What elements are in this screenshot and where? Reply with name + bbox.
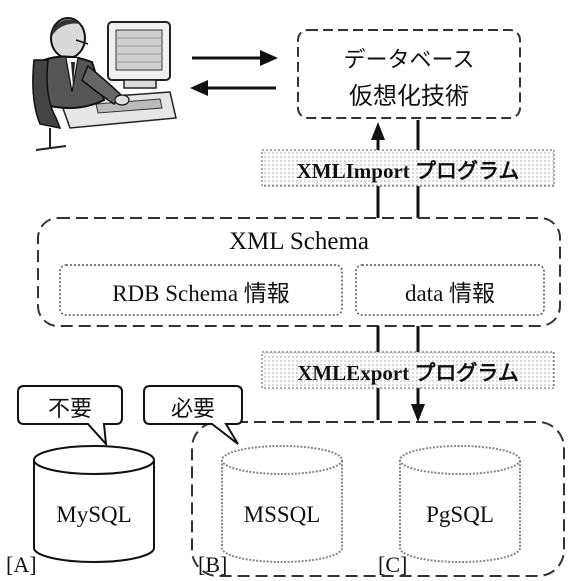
- pgsql-cylinder-icon: [399, 445, 521, 563]
- rdb-schema-info-label: RDB Schema 情報: [112, 281, 290, 306]
- data-info-label: data 情報: [404, 281, 496, 306]
- callout-unneeded: [17, 385, 123, 447]
- pgsql-name: PgSQL: [426, 502, 494, 527]
- rdb-schema-info-box: [59, 264, 343, 316]
- mssql-cylinder-icon: [221, 445, 343, 563]
- callout-unneeded-text: 不要: [47, 396, 92, 421]
- mysql-name: MySQL: [56, 502, 132, 527]
- xml-export-box: [261, 351, 555, 389]
- virtualization-box: [297, 29, 521, 119]
- callout-needed-text: 必要: [170, 396, 215, 421]
- virtualization-line1: データベース: [343, 47, 475, 72]
- xml-export-label: XMLExport プログラム: [297, 361, 519, 385]
- db-label-c: [C]: [378, 552, 408, 577]
- mssql-name: MSSQL: [243, 502, 321, 527]
- data-info-box: [355, 264, 545, 316]
- xml-import-box: [261, 149, 555, 187]
- user-at-computer-icon: [32, 17, 177, 151]
- xml-schema-title: XML Schema: [228, 228, 369, 255]
- xml-import-label: XMLImport プログラム: [296, 159, 520, 183]
- up-arrow-icon: [371, 122, 385, 140]
- db-label-a: [A]: [6, 552, 37, 577]
- mysql-cylinder-icon: [33, 445, 155, 563]
- virtualization-line2: 仮想化技術: [349, 84, 469, 110]
- down-arrow-icon: [411, 404, 425, 422]
- db-label-b: [B]: [198, 552, 228, 577]
- callout-needed: [143, 385, 243, 445]
- right-arrow-icon: [192, 50, 278, 66]
- left-arrow-icon: [190, 80, 276, 96]
